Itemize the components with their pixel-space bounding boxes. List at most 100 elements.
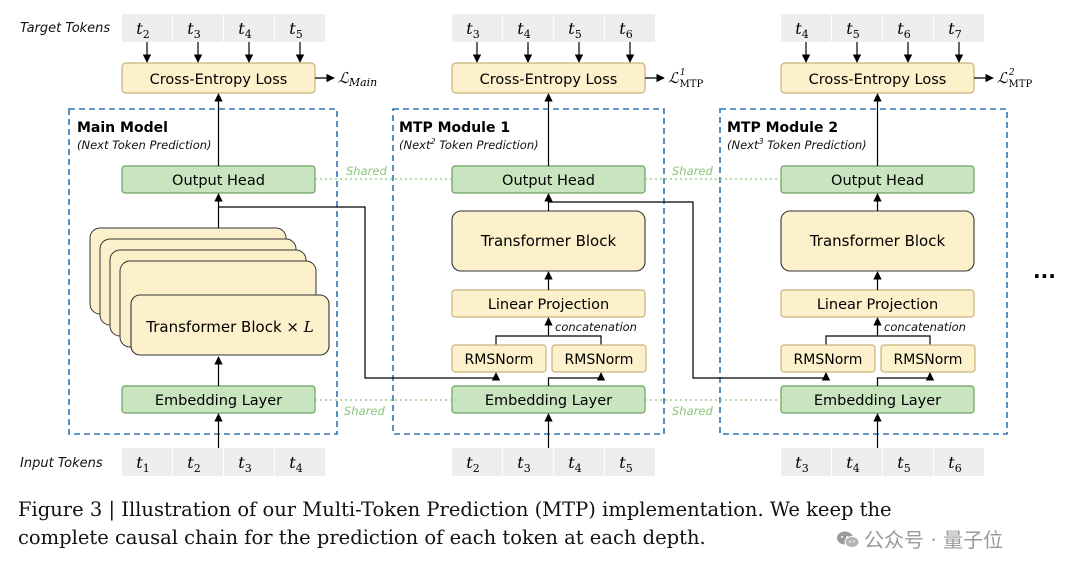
main-transformer-block	[130, 294, 330, 356]
input-token-base: t	[948, 453, 955, 472]
input-token-base: t	[619, 453, 626, 472]
target-token-subscript: 2	[143, 28, 150, 41]
input-token-cell	[605, 448, 655, 476]
input-token-subscript: 2	[194, 462, 201, 475]
watermark: 公众号 · 量子位	[836, 524, 1003, 553]
target-token-subscript: 4	[245, 28, 252, 41]
main-embedding-label: Embedding Layer	[155, 393, 282, 409]
mtp2-output-head-label: Output Head	[831, 173, 924, 189]
input-token-subscript: 5	[904, 462, 911, 475]
mtp2-embed-to-rms	[876, 372, 935, 386]
input-token-subscript: 3	[802, 462, 809, 475]
input-token-cell	[452, 448, 502, 476]
target-token-cell	[122, 14, 172, 42]
main-loss-symbol: ℒMain	[338, 69, 377, 89]
input-token-cell	[781, 448, 831, 476]
caption-line-1: Figure 3 | Illustration of our Multi-Tok…	[18, 498, 892, 521]
target-token: t5	[846, 19, 859, 41]
input-token: t3	[795, 453, 808, 475]
mtp-module-1-title: MTP Module 1	[399, 120, 510, 136]
mtp-1-subtitle-sup: 2	[430, 137, 435, 146]
mtp-module-2-title: MTP Module 2	[727, 120, 838, 136]
mtp2-loss-sub: MTP	[1009, 79, 1033, 90]
input-token-cell	[122, 448, 172, 476]
target-token-base: t	[948, 19, 955, 38]
target-token-base: t	[187, 19, 194, 38]
target-token-cell	[934, 14, 984, 42]
input-token: t2	[466, 453, 479, 475]
input-token: t4	[568, 453, 581, 475]
target-token: t3	[466, 19, 479, 41]
input-token: t5	[619, 453, 632, 475]
main-transformer-L: L	[303, 318, 314, 336]
target-token: t3	[187, 19, 200, 41]
input-token-subscript: 3	[245, 462, 252, 475]
target-token-base: t	[619, 19, 626, 38]
ellipsis: ...	[1033, 259, 1056, 283]
input-token-base: t	[568, 453, 575, 472]
main-loss-label: Cross-Entropy Loss	[150, 72, 288, 88]
input-token-cell	[224, 448, 274, 476]
mtp-2-subtitle-sup: 3	[758, 137, 763, 146]
mtp2-concat-label: concatenation	[884, 320, 966, 334]
main-hidden-to-mtp1	[218, 206, 501, 381]
shared-label-embed-1: Shared	[344, 404, 385, 418]
input-token: t4	[846, 453, 859, 475]
mtp2-rmsnorm-left	[780, 344, 876, 373]
target-token-subscript: 6	[904, 28, 911, 41]
input-token-subscript: 4	[296, 462, 303, 475]
input-token: t4	[289, 453, 302, 475]
mtp-1-subtitle-rest: Token Prediction)	[436, 138, 539, 152]
mtp1-linear-label: Linear Projection	[488, 297, 609, 313]
mtp2-embedding-label: Embedding Layer	[814, 393, 941, 409]
input-token: t5	[897, 453, 910, 475]
target-token-cell	[275, 14, 325, 42]
target-token-subscript: 5	[853, 28, 860, 41]
main-model-title: Main Model	[77, 120, 168, 136]
input-token-cell	[173, 448, 223, 476]
mtp1-embed-to-rms	[547, 372, 606, 386]
mtp1-rmsnorm-right-label: RMSNorm	[565, 352, 634, 368]
wechat-icon	[837, 531, 860, 548]
mtp1-rmsnorm-left	[451, 344, 547, 373]
input-token: t2	[187, 453, 200, 475]
input-token-subscript: 5	[626, 462, 633, 475]
target-token-base: t	[238, 19, 245, 38]
target-token: t6	[619, 19, 632, 41]
mtp1-rmsnorm-left-label: RMSNorm	[465, 352, 534, 368]
target-token: t6	[897, 19, 910, 41]
target-token-base: t	[517, 19, 524, 38]
target-token-base: t	[795, 19, 802, 38]
mtp1-rmsnorm-right	[551, 344, 647, 373]
input-token-cell	[934, 448, 984, 476]
target-token-base: t	[466, 19, 473, 38]
input-token: t1	[136, 453, 149, 475]
target-token: t4	[517, 19, 530, 41]
input-token-base: t	[517, 453, 524, 472]
mtp2-transformer-label: Transformer Block	[809, 232, 946, 250]
target-token-subscript: 3	[473, 28, 480, 41]
caption-line-2: complete causal chain for the prediction…	[18, 526, 706, 549]
mtp2-rmsnorm-right-label: RMSNorm	[894, 352, 963, 368]
input-token-subscript: 4	[853, 462, 860, 475]
target-token-subscript: 6	[626, 28, 633, 41]
mtp-2-subtitle-main: (Next	[727, 138, 759, 152]
target-token-base: t	[568, 19, 575, 38]
shared-label-head-2: Shared	[672, 164, 713, 178]
target-token-cell	[781, 14, 831, 42]
target-token-subscript: 5	[296, 28, 303, 41]
input-token-subscript: 4	[575, 462, 582, 475]
target-token-base: t	[289, 19, 296, 38]
mtp1-hidden-to-mtp2	[548, 201, 831, 381]
main-transformer-text: Transformer Block ×	[145, 318, 303, 336]
input-token-base: t	[466, 453, 473, 472]
mtp-module-2-subtitle: (Next3 Token Prediction)	[727, 137, 867, 152]
target-token: t5	[568, 19, 581, 41]
mtp2-loss-label: Cross-Entropy Loss	[809, 72, 947, 88]
target-token-base: t	[136, 19, 143, 38]
mtp1-embedding-label: Embedding Layer	[485, 393, 612, 409]
main-transformer-label: Transformer Block × L	[145, 318, 313, 336]
